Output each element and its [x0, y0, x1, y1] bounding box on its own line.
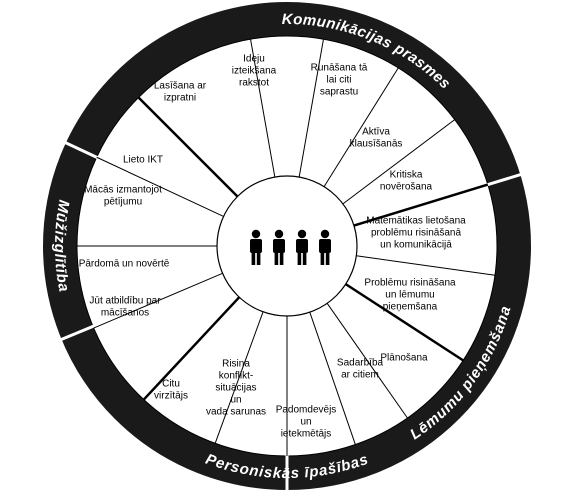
segment-divider	[142, 296, 241, 401]
segment-divider	[309, 312, 356, 445]
ring-gap-3	[63, 140, 100, 160]
segment-label-15: Lieto IKT	[123, 155, 163, 166]
segment-divider	[323, 67, 399, 187]
segment-divider	[342, 119, 456, 205]
center-circle	[216, 175, 358, 317]
segment-divider	[93, 272, 223, 329]
segment-divider	[326, 303, 408, 419]
group-of-four-people-icon	[250, 229, 331, 265]
segment-divider	[137, 96, 239, 198]
segment-divider	[345, 283, 464, 362]
segment-divider	[356, 255, 496, 276]
segment-divider	[96, 156, 224, 217]
segment-label-13: Pārdomā un novērtē	[79, 259, 170, 270]
segment-divider	[353, 183, 489, 227]
ring-gap-2	[59, 324, 96, 342]
segment-divider	[298, 39, 324, 178]
ring-gap-0	[485, 172, 523, 187]
segment-label-7: Plānošana	[380, 353, 428, 364]
segment-divider	[250, 39, 276, 178]
segment-divider	[214, 311, 264, 444]
